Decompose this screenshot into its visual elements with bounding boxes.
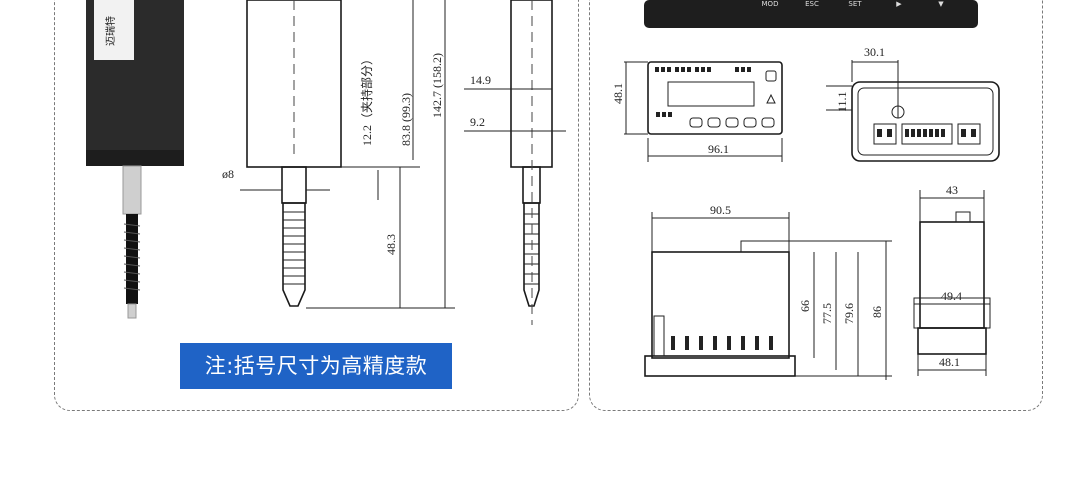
meter-front-drawing: 48.1 96.1 [611, 61, 783, 162]
button-down: ▼ [938, 0, 944, 8]
dim-14-9: 14.9 [470, 73, 491, 87]
side-h86: 86 [870, 306, 884, 318]
meter-rear-drawing: 30.1 11.1 [826, 45, 1000, 162]
dim-48-3: 48.3 [384, 234, 398, 255]
front-width: 96.1 [708, 142, 729, 156]
end-mid-width: 49.4 [941, 289, 962, 303]
brand-label [94, 0, 134, 60]
sensor-side-drawing: 14.9 9.2 [464, 0, 566, 325]
rear-height: 11.1 [835, 91, 849, 112]
button-right: ▶ [896, 0, 902, 8]
rear-width: 30.1 [864, 45, 885, 59]
end-bottom-width: 48.1 [939, 355, 960, 369]
dim-83-8: 83.8 (99.3) [399, 93, 413, 146]
side-h77: 77.5 [820, 303, 834, 324]
front-height: 48.1 [611, 83, 625, 104]
meter-end-drawing: 43 49.4 48.1 [913, 183, 991, 376]
sensor-drawing: ø8 12.2（夹持部分） 83.8 (99.3) 142.7 (158.2) … [222, 0, 455, 309]
clamp-dim: 12.2（夹持部分） [359, 53, 374, 146]
brand-text: 迈瑞特 [105, 16, 117, 46]
dim-142-7: 142.7 (158.2) [430, 53, 444, 118]
button-set: SET [848, 0, 862, 8]
side-depth: 90.5 [710, 203, 731, 217]
side-h79: 79.6 [842, 303, 856, 324]
meter-photo: MOD ESC SET ▶ ▼ [644, 0, 978, 28]
end-top-width: 43 [946, 183, 958, 197]
sensor-photo: 迈瑞特 [86, 0, 184, 319]
dim-9-2: 9.2 [470, 115, 485, 129]
button-esc: ESC [805, 0, 819, 8]
diameter-label: ø8 [222, 167, 234, 181]
side-h66: 66 [798, 300, 812, 312]
meter-side-drawing: 90.5 66 77.5 79.6 86 [644, 203, 892, 380]
precision-note: 注:括号尺寸为高精度款 [180, 343, 452, 389]
button-mod: MOD [762, 0, 779, 8]
